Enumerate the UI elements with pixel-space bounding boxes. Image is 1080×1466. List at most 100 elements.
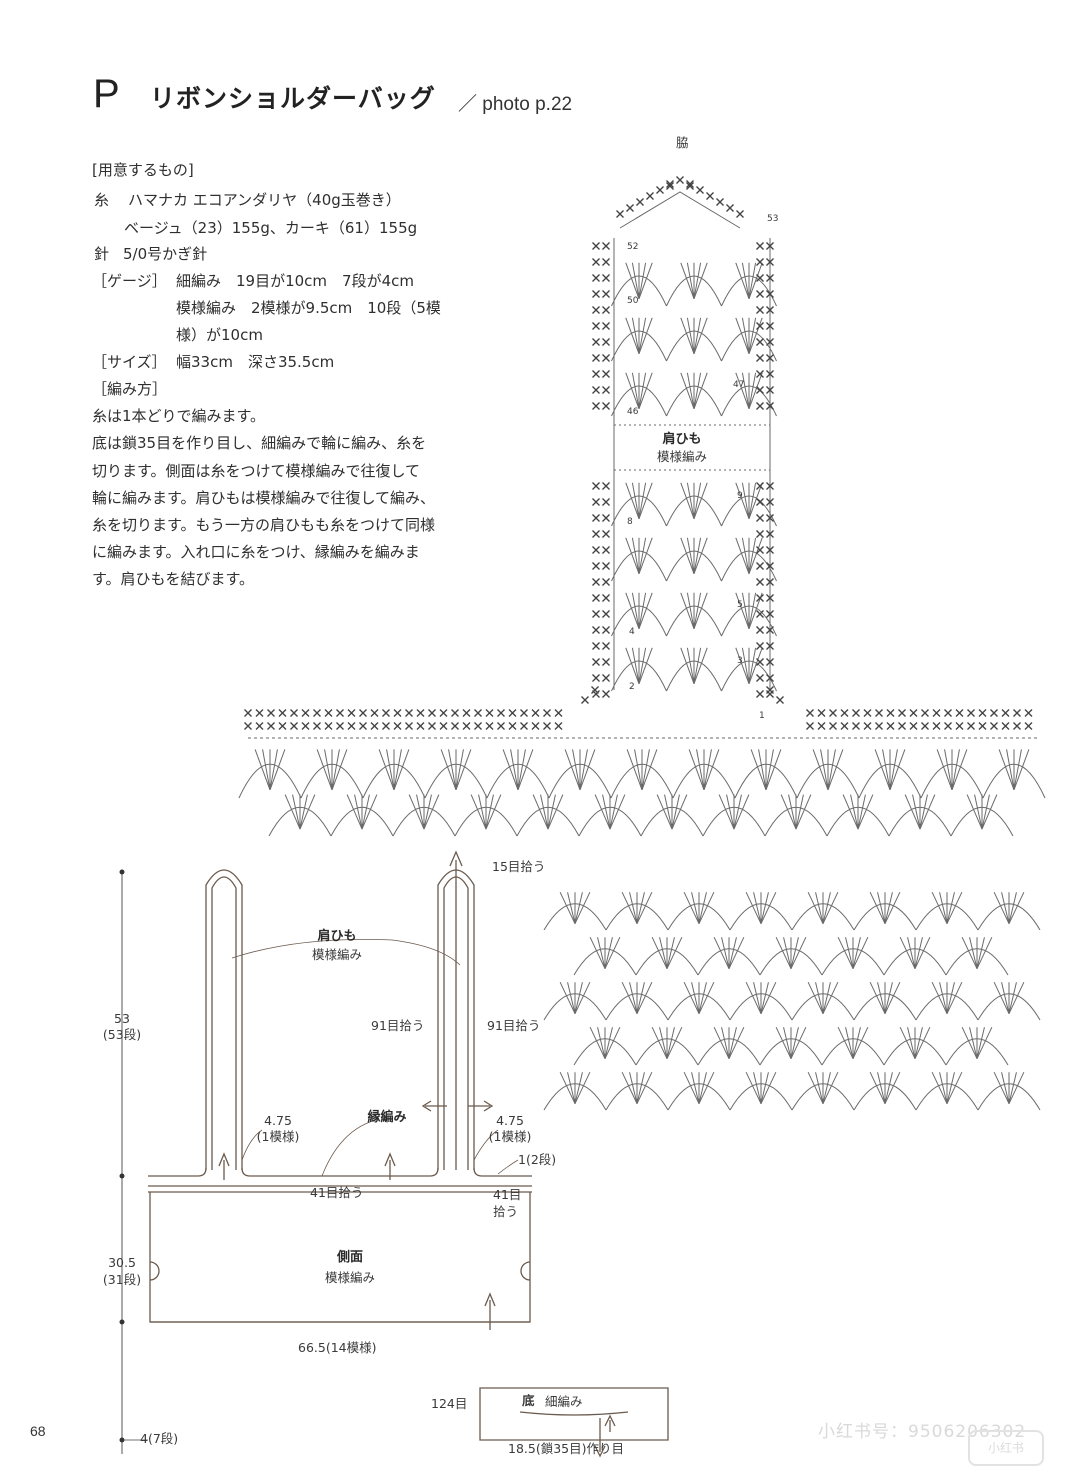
stitch-stroke xyxy=(361,794,378,830)
single-crochet-mark xyxy=(301,722,310,730)
stitch-stroke xyxy=(547,794,556,830)
single-crochet-mark xyxy=(244,709,252,717)
stitch-stroke xyxy=(869,891,886,924)
method-line: す。肩ひもを結びます。 xyxy=(92,570,255,588)
stitch-stroke xyxy=(680,537,695,574)
single-crochet-mark xyxy=(806,709,814,717)
stitch-stroke xyxy=(713,936,730,969)
stitch-stroke xyxy=(693,537,708,574)
stitch-stroke xyxy=(733,794,742,830)
single-crochet-mark xyxy=(592,610,600,618)
stitch-stroke xyxy=(683,891,700,924)
stitch-stroke xyxy=(269,749,278,790)
single-crochet-mark xyxy=(756,658,764,666)
stitch-stroke xyxy=(638,647,653,684)
stitch-stroke xyxy=(783,937,792,969)
pick-41-center-label: 41目拾う xyxy=(310,1185,364,1200)
stitch-stroke xyxy=(748,317,757,354)
base-chain-label: 18.5(鎖35目)作り目 xyxy=(508,1441,624,1456)
single-crochet-mark xyxy=(756,594,764,602)
single-crochet-mark xyxy=(875,722,883,730)
stitch-stroke xyxy=(636,1072,645,1104)
stitch-stroke xyxy=(728,937,737,969)
stitch-stroke xyxy=(760,981,777,1014)
stitch-stroke xyxy=(884,1071,901,1104)
single-crochet-mark xyxy=(829,722,837,730)
single-crochet-mark xyxy=(863,722,872,730)
stitch-stroke xyxy=(735,592,750,629)
stitch-stroke xyxy=(884,982,893,1014)
stitch-stroke xyxy=(753,982,762,1014)
single-crochet-mark xyxy=(932,709,941,717)
stitch-stroke xyxy=(877,892,886,924)
single-crochet-mark xyxy=(766,322,774,330)
single-crochet-mark xyxy=(592,338,600,346)
stitch-stroke xyxy=(1008,1072,1017,1104)
stitch-stroke xyxy=(760,982,769,1014)
single-crochet-mark xyxy=(428,709,436,717)
stitch-stroke xyxy=(852,1027,861,1059)
stitch-stroke xyxy=(393,749,402,790)
single-crochet-mark xyxy=(347,709,356,717)
stitch-stroke xyxy=(698,982,707,1014)
single-crochet-mark xyxy=(255,709,264,717)
stitch-stroke xyxy=(361,794,370,830)
single-crochet-mark xyxy=(347,722,356,730)
single-crochet-mark xyxy=(766,562,774,570)
single-crochet-mark xyxy=(756,610,764,618)
single-crochet-mark xyxy=(393,722,402,730)
stitch-stroke xyxy=(510,749,519,790)
stitch-stroke xyxy=(745,981,762,1014)
single-crochet-mark xyxy=(405,722,413,730)
stitch-stroke xyxy=(758,749,767,790)
single-crochet-mark xyxy=(676,176,684,184)
single-crochet-mark xyxy=(636,198,644,206)
dimension-dot xyxy=(119,869,125,875)
stitch-stroke xyxy=(728,1026,745,1059)
stitch-stroke xyxy=(775,1026,792,1059)
stitch-stroke xyxy=(680,262,695,299)
stitch-stroke xyxy=(625,317,640,354)
yarn-line-2: ベージュ（23）155g、カーキ（61）155g xyxy=(124,219,418,237)
single-crochet-mark xyxy=(990,709,998,717)
size-value: 幅33cm 深さ35.5cm xyxy=(176,353,335,371)
row-number: 46 xyxy=(627,407,639,417)
pick-91-right-label: 91目拾う xyxy=(487,1018,541,1033)
stitch-stroke xyxy=(735,482,750,519)
stitch-stroke xyxy=(636,1071,653,1104)
stitch-stroke xyxy=(346,794,363,830)
stitch-stroke xyxy=(567,982,576,1014)
stitch-stroke xyxy=(626,749,643,791)
stitch-stroke xyxy=(961,1026,978,1059)
stitch-stroke xyxy=(609,794,618,830)
stitch-stroke xyxy=(735,647,750,684)
single-crochet-mark xyxy=(313,709,321,717)
single-crochet-mark xyxy=(554,709,563,717)
single-crochet-mark xyxy=(370,722,379,730)
stitch-stroke xyxy=(807,891,824,924)
single-crochet-mark xyxy=(324,709,333,717)
single-crochet-mark xyxy=(592,402,600,410)
single-crochet-mark xyxy=(602,386,610,394)
single-crochet-mark xyxy=(686,182,694,190)
single-crochet-mark xyxy=(898,722,906,730)
stitch-stroke xyxy=(638,262,647,299)
single-crochet-mark xyxy=(1013,709,1021,717)
materials-heading: [用意するもの] xyxy=(92,161,194,179)
stitch-stroke xyxy=(455,749,472,791)
stitch-stroke xyxy=(703,749,712,790)
stitch-stroke xyxy=(299,794,316,830)
single-crochet-mark xyxy=(602,642,610,650)
single-crochet-mark xyxy=(581,696,589,704)
method-line: 糸は1本どりで編みます。 xyxy=(92,407,266,425)
rows-1-label: 1(2段) xyxy=(518,1152,557,1167)
stitch-stroke xyxy=(790,936,807,969)
single-crochet-mark xyxy=(602,290,610,298)
stitch-stroke xyxy=(574,891,591,924)
stitch-stroke xyxy=(741,647,750,684)
bottom-title: 底 xyxy=(522,1393,535,1408)
stitch-stroke xyxy=(735,372,750,409)
stitch-stroke xyxy=(780,794,797,830)
stitch-stroke xyxy=(517,749,526,790)
stitch-stroke xyxy=(1008,892,1017,924)
